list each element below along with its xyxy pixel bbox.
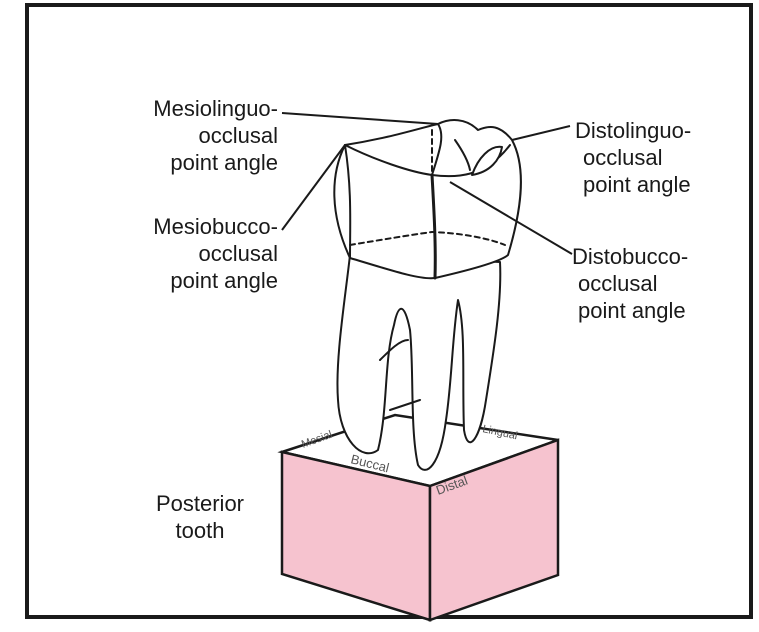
label-line: Distobucco-: [572, 243, 750, 270]
label-line: occlusal: [575, 144, 750, 171]
leader-mesiolinguo: [282, 113, 438, 124]
label-line: Distolinguo-: [575, 117, 750, 144]
tooth-roots: [337, 255, 500, 470]
label-line: point angle: [60, 149, 278, 176]
molar-tooth: [334, 120, 521, 470]
label-line: occlusal: [60, 122, 278, 149]
label-line: point angle: [60, 267, 278, 294]
label-line: Mesiobucco-: [60, 213, 278, 240]
label-line: tooth: [130, 517, 270, 544]
label-line: Posterior: [130, 490, 270, 517]
label-posterior-tooth: Posterior tooth: [130, 490, 270, 544]
label-mesiolinguo-occlusal: Mesiolinguo- occlusal point angle: [60, 95, 278, 176]
label-mesiobucco-occlusal: Mesiobucco- occlusal point angle: [60, 213, 278, 294]
leader-distolinguo: [512, 126, 570, 140]
label-line: occlusal: [60, 240, 278, 267]
label-line: occlusal: [572, 270, 750, 297]
label-line: point angle: [575, 171, 750, 198]
label-distobucco-occlusal: Distobucco- occlusal point angle: [572, 243, 750, 324]
label-distolinguo-occlusal: Distolinguo- occlusal point angle: [575, 117, 750, 198]
label-line: point angle: [572, 297, 750, 324]
label-line: Mesiolinguo-: [60, 95, 278, 122]
tooth-crown: [334, 120, 521, 278]
